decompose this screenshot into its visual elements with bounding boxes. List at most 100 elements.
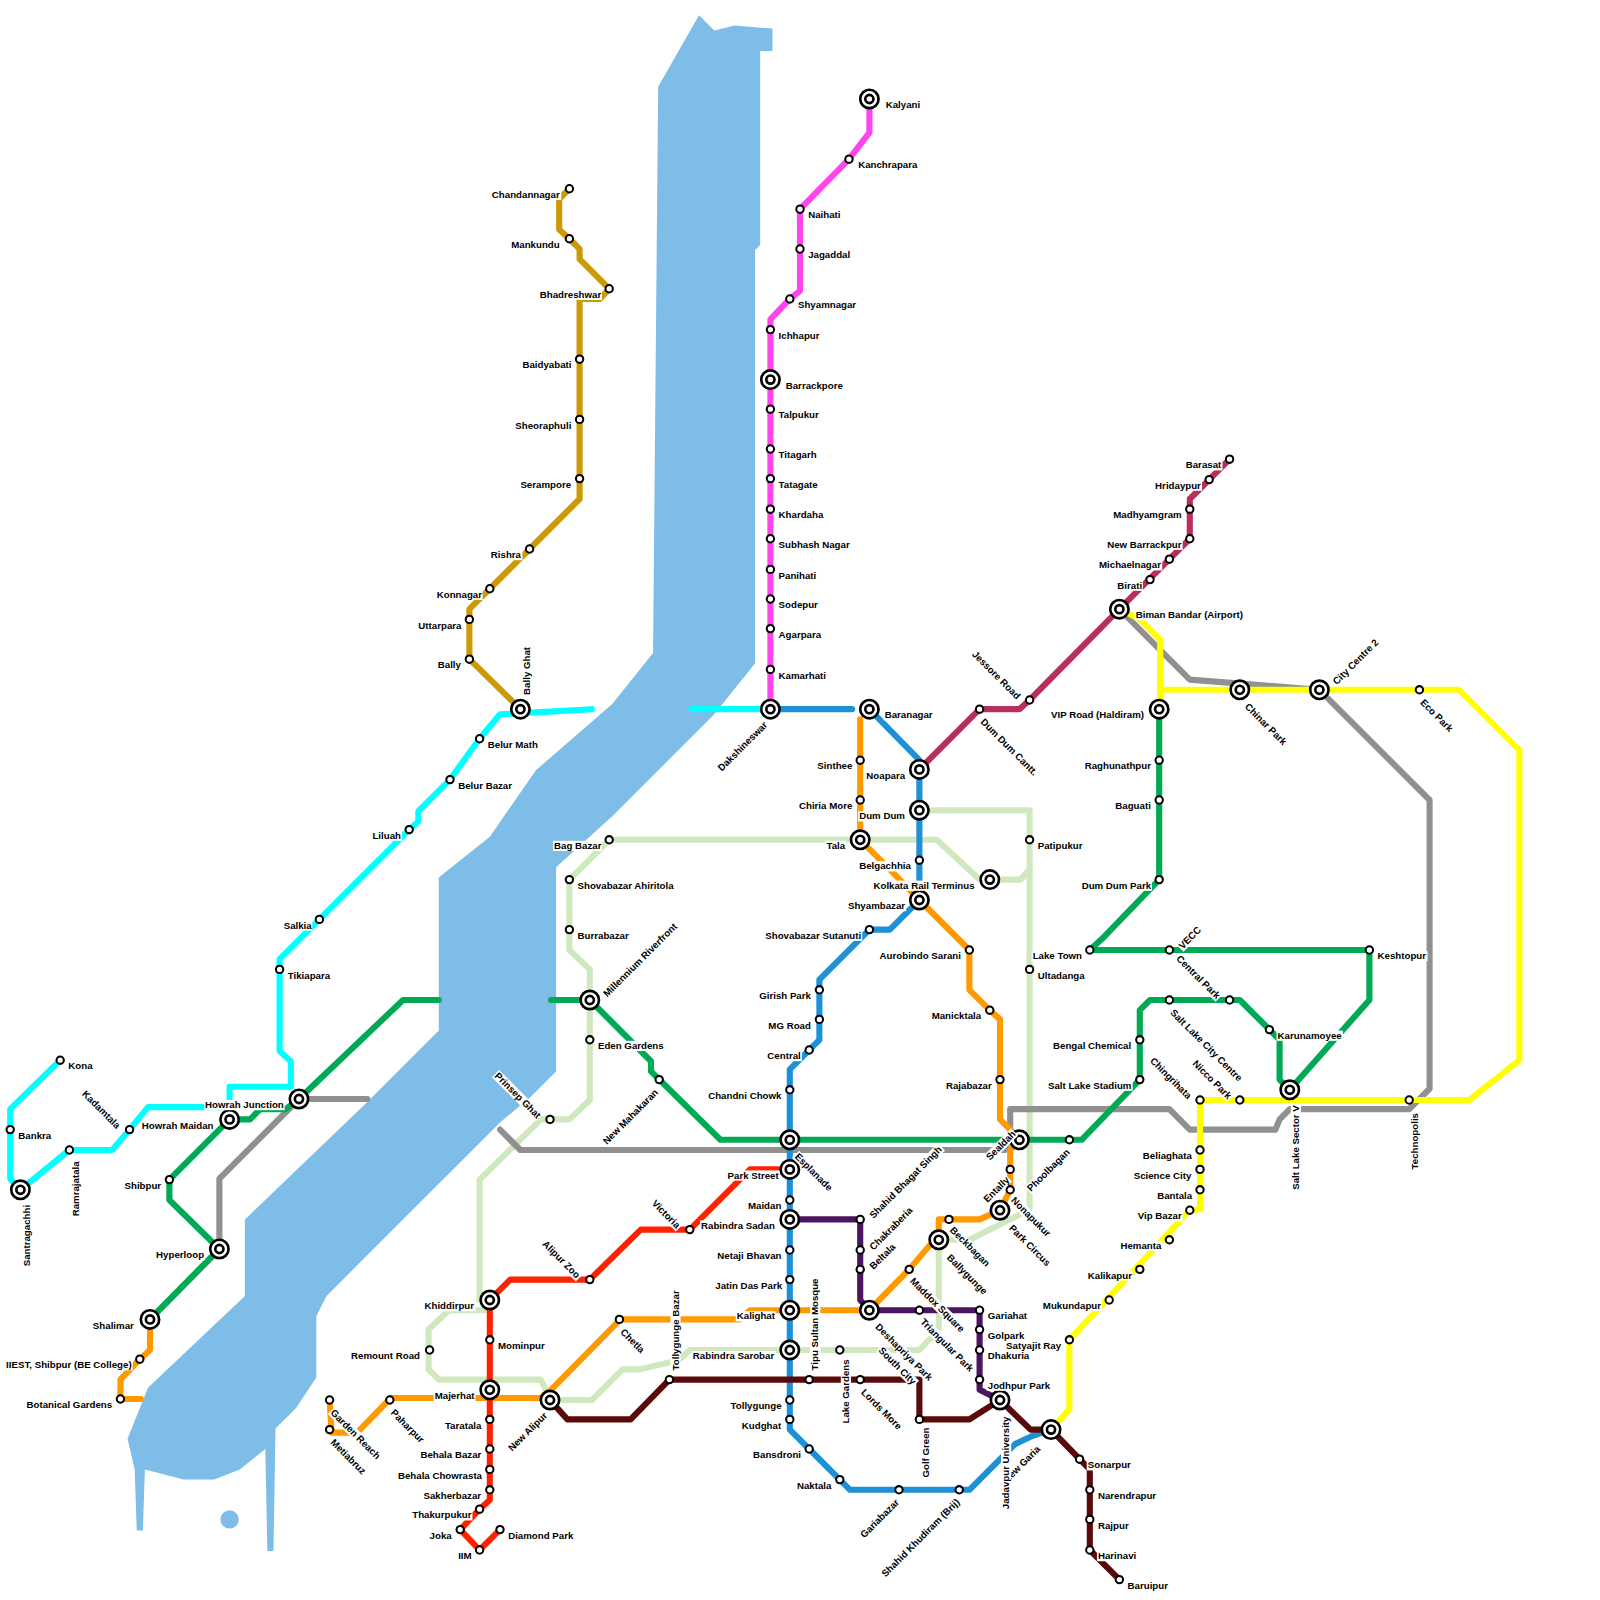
station-label: Netaji Bhavan — [716, 1251, 782, 1262]
station-label-box: Barrackpore — [785, 374, 844, 384]
interchange-core — [915, 896, 923, 904]
station-label-box: Jessore Road — [974, 644, 1027, 697]
station-label-box: Patipukur — [1037, 835, 1084, 845]
station-label-box: Subhash Nagar — [778, 534, 851, 544]
station-dot — [767, 406, 774, 413]
station-label: Technopolis — [1410, 1112, 1421, 1170]
station-label: Chandni Chowk — [707, 1091, 782, 1102]
station-label: Keshtopur — [1377, 951, 1428, 962]
interchange-ring — [11, 1181, 29, 1199]
station-label-box: Central Park — [1178, 948, 1227, 997]
interchange-ring — [141, 1310, 159, 1328]
station-label: Hemanta — [1119, 1241, 1162, 1252]
station-label-box: Jadavpur University — [995, 1415, 1005, 1510]
interchange-core — [786, 1136, 794, 1144]
station-label-box: City Centre 2 — [1326, 632, 1377, 683]
station-dot — [986, 1007, 993, 1014]
interchange-core — [586, 996, 594, 1004]
station-label: Ultadanga — [1037, 970, 1086, 981]
station-label-box: Chinar Park — [1246, 696, 1293, 743]
station-dot — [1166, 946, 1173, 953]
station-label: Madhyamgram — [1112, 510, 1182, 521]
station-dot — [1196, 1146, 1203, 1153]
station-label-box: Kalighat — [736, 1305, 776, 1315]
station-label-box: Gariabazar — [853, 1492, 897, 1536]
station-label: Rabindra Sarobar — [692, 1351, 775, 1362]
station-label: Victoria — [649, 1197, 683, 1231]
station-label: Naihati — [807, 210, 841, 221]
station-dot — [1026, 966, 1033, 973]
station-dot — [546, 1116, 553, 1123]
station-label: Tollygunge Bazar — [670, 1289, 681, 1371]
line-blue — [770, 706, 852, 712]
station-label: IIM — [457, 1551, 473, 1562]
station-label: Belur Bazar — [457, 781, 513, 792]
station-label: Naktala — [796, 1481, 833, 1492]
station-label-box: Sakherbazar — [422, 1485, 482, 1495]
station-dot — [767, 506, 774, 513]
station-label: Jessore Road — [969, 648, 1023, 702]
station-label: Bag Bazar — [553, 841, 602, 852]
station-dot — [57, 1057, 64, 1064]
station-label: Talpukur — [778, 410, 820, 421]
station-label: IIEST, Shibpur (BE College) — [5, 1360, 133, 1371]
station-dot — [806, 1376, 813, 1383]
station-label: Jodhpur Park — [987, 1381, 1052, 1392]
station-dot — [966, 946, 973, 953]
station-label: Biman Bandar (Airport) — [1135, 610, 1244, 621]
station-label: Chetla — [617, 1326, 647, 1356]
station-label-box: Jatin Das Park — [714, 1274, 782, 1284]
interchange-core — [486, 1386, 494, 1394]
station-label: Hyperloop — [155, 1250, 205, 1261]
station-label-box: Kadamtala — [84, 1084, 127, 1127]
interchange-ring — [1310, 681, 1328, 699]
station-label: Patipukur — [1037, 841, 1084, 852]
station-label: Sinthee — [816, 761, 853, 772]
interchange-ring — [910, 760, 928, 778]
station-label-box: Michaelnagar — [1098, 554, 1162, 564]
station-label-box: Shibpur — [123, 1174, 162, 1184]
interchange-core — [516, 705, 524, 713]
station-label: Shyamnagar — [797, 300, 857, 311]
station-label-box: Kolkata Rail Terminus — [872, 874, 975, 884]
station-label: Manicktala — [931, 1011, 983, 1022]
station-dot — [786, 1276, 793, 1283]
station-label-box: Belur Math — [487, 734, 539, 744]
station-label-box: Paharpur — [392, 1403, 431, 1442]
station-label-box: Santragachhi — [15, 1204, 25, 1267]
station-dot — [1196, 1096, 1203, 1103]
station-dot — [857, 796, 864, 803]
station-dot — [796, 245, 803, 252]
station-label-box: Serampore — [519, 473, 572, 483]
station-label: Golpark — [987, 1331, 1026, 1342]
interchange-ring — [1231, 681, 1249, 699]
interchange-core — [1155, 705, 1163, 713]
station-label-box: Madhyamgram — [1112, 504, 1182, 514]
station-label-box: Tala — [826, 835, 846, 845]
station-dot — [1086, 1516, 1093, 1523]
station-label-box: Rajabazar — [945, 1074, 993, 1084]
station-dot — [1146, 576, 1153, 583]
station-label: Baidyabati — [521, 360, 572, 371]
station-label-box: Netaji Bhavan — [716, 1245, 782, 1255]
station-label: Barrackpore — [785, 381, 844, 392]
station-label: Rajpur — [1097, 1520, 1130, 1531]
station-label: Aurobindo Sarani — [879, 951, 962, 962]
station-label-box: Victoria — [653, 1193, 687, 1227]
station-label-box: Rabindra Sarobar — [692, 1345, 776, 1355]
station-label-box: Kalikapur — [1087, 1264, 1133, 1274]
station-dot — [1156, 876, 1163, 883]
interchange-core — [1315, 686, 1323, 694]
line-red — [460, 1169, 790, 1550]
station-label-box: Rishra — [490, 544, 523, 554]
interchange-core — [1047, 1426, 1055, 1434]
station-dot — [816, 986, 823, 993]
station-dot — [586, 1036, 593, 1043]
station-dot — [1136, 1266, 1143, 1273]
station-dot — [117, 1395, 124, 1402]
station-dot — [916, 1416, 923, 1423]
station-label: New Mahakaran — [600, 1087, 661, 1148]
station-dot — [786, 1396, 793, 1403]
line-light-green — [480, 840, 610, 1300]
station-label-box: Satyajit Ray — [1005, 1335, 1062, 1345]
